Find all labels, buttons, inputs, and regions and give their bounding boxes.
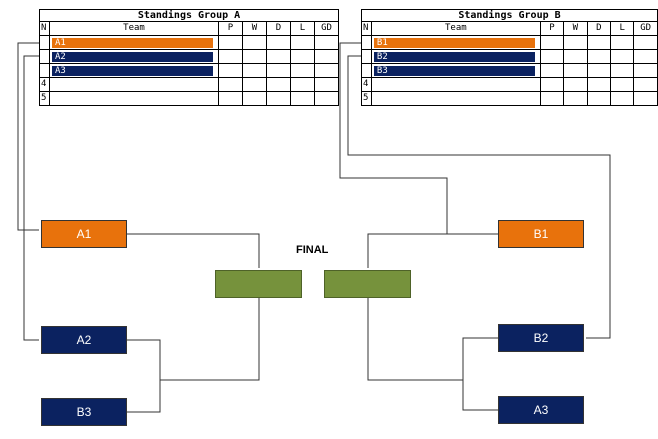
row-number xyxy=(39,35,50,50)
bracket-box-right-top: B1 xyxy=(498,220,584,248)
row-number xyxy=(39,49,50,64)
team-cell xyxy=(49,91,219,106)
team-pill-b2: B2 xyxy=(373,51,535,62)
bracket-box-left-bottom: B3 xyxy=(41,398,127,426)
team-pill-a1: A1 xyxy=(52,37,213,48)
table-row: B1 xyxy=(361,35,658,50)
table-row: A3 xyxy=(39,63,339,78)
standings-title: Standings Group B xyxy=(361,9,658,22)
row-number: 4 xyxy=(361,77,372,92)
final-label: FINAL xyxy=(296,244,329,256)
table-row: B3 xyxy=(361,63,658,78)
table-row: 4 xyxy=(39,77,339,92)
table-row: B2 xyxy=(361,49,658,64)
row-number: 5 xyxy=(361,91,372,106)
table-row: 5 xyxy=(39,91,339,106)
team-pill-b1: B1 xyxy=(373,37,535,48)
col-n: N xyxy=(39,21,50,36)
col-p: P xyxy=(218,21,243,36)
row-number xyxy=(361,35,372,50)
table-row: A2 xyxy=(39,49,339,64)
standings-group-b: Standings Group B N Team P W D L GD B1 B… xyxy=(361,9,658,106)
row-number xyxy=(39,63,50,78)
team-cell xyxy=(370,77,541,92)
col-team: Team xyxy=(370,21,541,36)
standings-title: Standings Group A xyxy=(39,9,339,22)
team-pill-b3: B3 xyxy=(373,65,535,76)
col-l: L xyxy=(290,21,315,36)
team-cell xyxy=(49,77,219,92)
bracket-box-right-bottom: A3 xyxy=(498,396,584,424)
standings-group-a: Standings Group A N Team P W D L GD A1 A… xyxy=(39,9,339,106)
row-number: 4 xyxy=(39,77,50,92)
col-d: D xyxy=(266,21,291,36)
col-team: Team xyxy=(49,21,219,36)
bracket-box-left-mid: A2 xyxy=(41,326,127,354)
table-row: 4 xyxy=(361,77,658,92)
team-cell xyxy=(370,91,541,106)
col-gd: GD xyxy=(314,21,339,36)
col-gd: GD xyxy=(633,21,658,36)
table-row: A1 xyxy=(39,35,339,50)
col-p: P xyxy=(539,21,565,36)
bracket-box-left-top: A1 xyxy=(41,220,127,248)
col-d: D xyxy=(586,21,611,36)
team-pill-a3: A3 xyxy=(52,65,213,76)
final-slot-left xyxy=(215,270,302,298)
bracket-box-right-mid: B2 xyxy=(498,324,584,352)
col-l: L xyxy=(609,21,635,36)
team-pill-a2: A2 xyxy=(52,51,213,62)
row-number xyxy=(361,63,372,78)
col-w: W xyxy=(242,21,267,36)
row-number xyxy=(361,49,372,64)
col-w: W xyxy=(563,21,588,36)
table-row: 5 xyxy=(361,91,658,106)
col-n: N xyxy=(361,21,372,36)
final-slot-right xyxy=(324,270,411,298)
row-number: 5 xyxy=(39,91,50,106)
